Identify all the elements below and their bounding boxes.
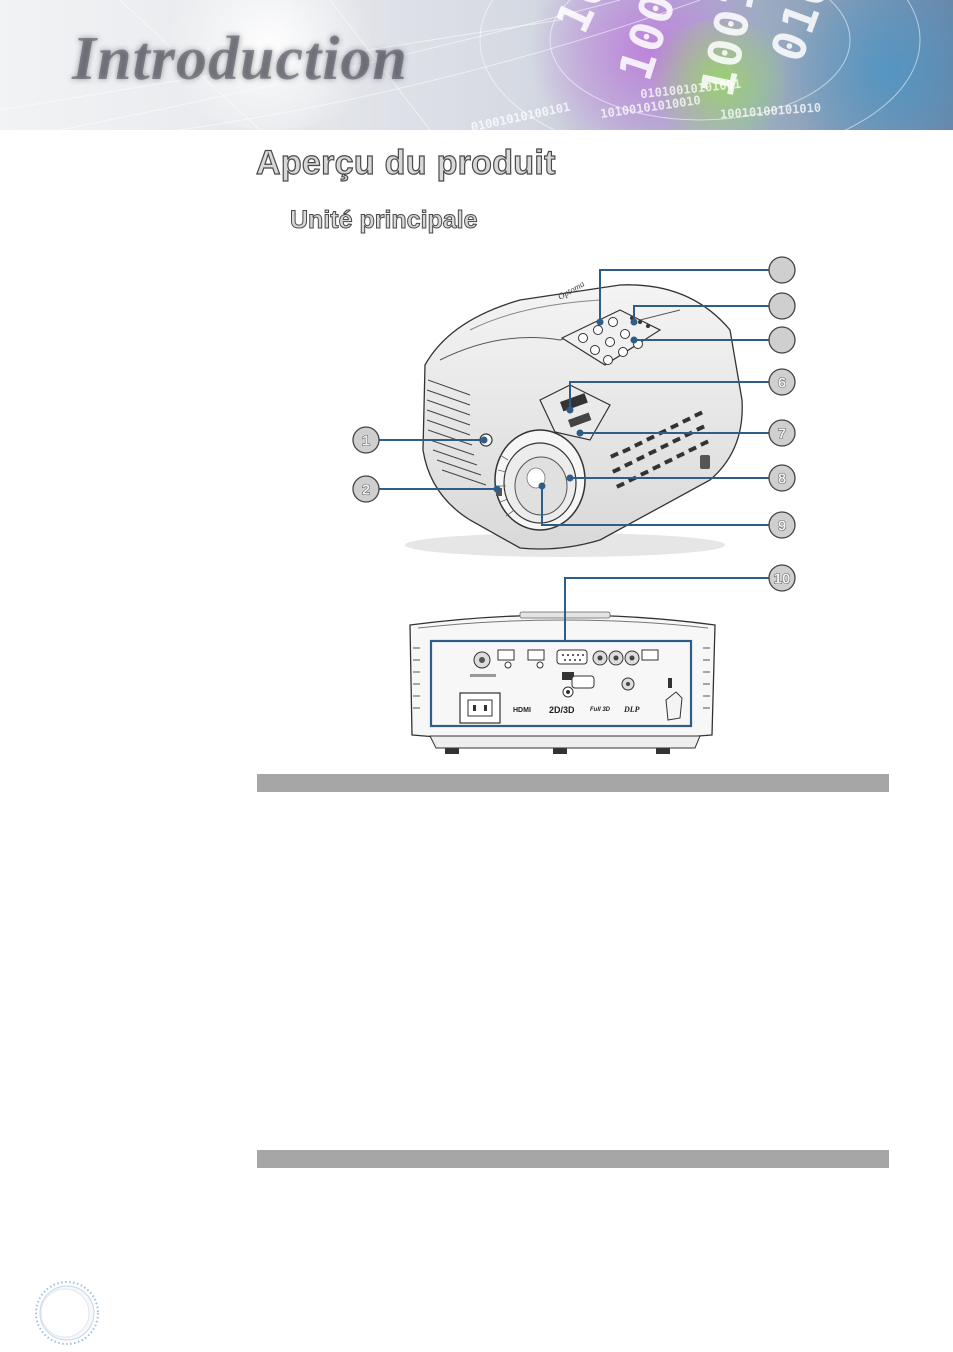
callout-leader-lines [378, 269, 770, 728]
table-header-bar [257, 774, 889, 792]
hdmi-logo: HDMI [513, 707, 531, 714]
banner-glow [640, 20, 800, 130]
callout-8-label: 8 [778, 471, 786, 488]
table-header-bar [257, 1150, 889, 1168]
page-number-badge [35, 1281, 99, 1345]
banner-grid-lines [0, 0, 921, 130]
callout-6-label: 6 [778, 375, 786, 392]
callout-1: 1 [352, 426, 380, 454]
callout-10-label: 10 [774, 571, 791, 588]
callout-6: 6 [768, 368, 796, 396]
dlp-logo: DLP [623, 705, 640, 714]
callout-3 [768, 256, 796, 284]
callout-10: 10 [768, 564, 796, 592]
2d-3d-logo: 2D/3D [549, 705, 575, 715]
projector-front-view: Optoma [405, 278, 743, 557]
callout-1-label: 1 [362, 433, 370, 450]
callout-2-label: 2 [362, 482, 370, 499]
header-banner: Introduction 10010 10010 10011 01001 010… [0, 0, 953, 130]
callout-8: 8 [768, 464, 796, 492]
callout-2: 2 [352, 475, 380, 503]
callout-7-label: 7 [778, 426, 786, 443]
callout-9: 9 [768, 511, 796, 539]
lens [494, 429, 586, 531]
section-subtitle: Unité principale [290, 206, 479, 235]
connector-panel: HDMI 2D/3D Full 3D DLP [459, 649, 683, 724]
banner-glow [780, 0, 953, 130]
banner-title: Introduction [72, 25, 408, 93]
projector-rear-view: HDMI 2D/3D Full 3D DLP [409, 611, 716, 754]
page-title: Aperçu du produit [255, 143, 556, 182]
callout-7: 7 [768, 419, 796, 447]
full-3d-logo: Full 3D [590, 707, 611, 713]
callout-4 [768, 292, 796, 320]
callout-markers: 6 7 8 9 10 1 2 [352, 256, 796, 592]
callout-9-label: 9 [778, 518, 786, 535]
callout-5 [768, 326, 796, 354]
